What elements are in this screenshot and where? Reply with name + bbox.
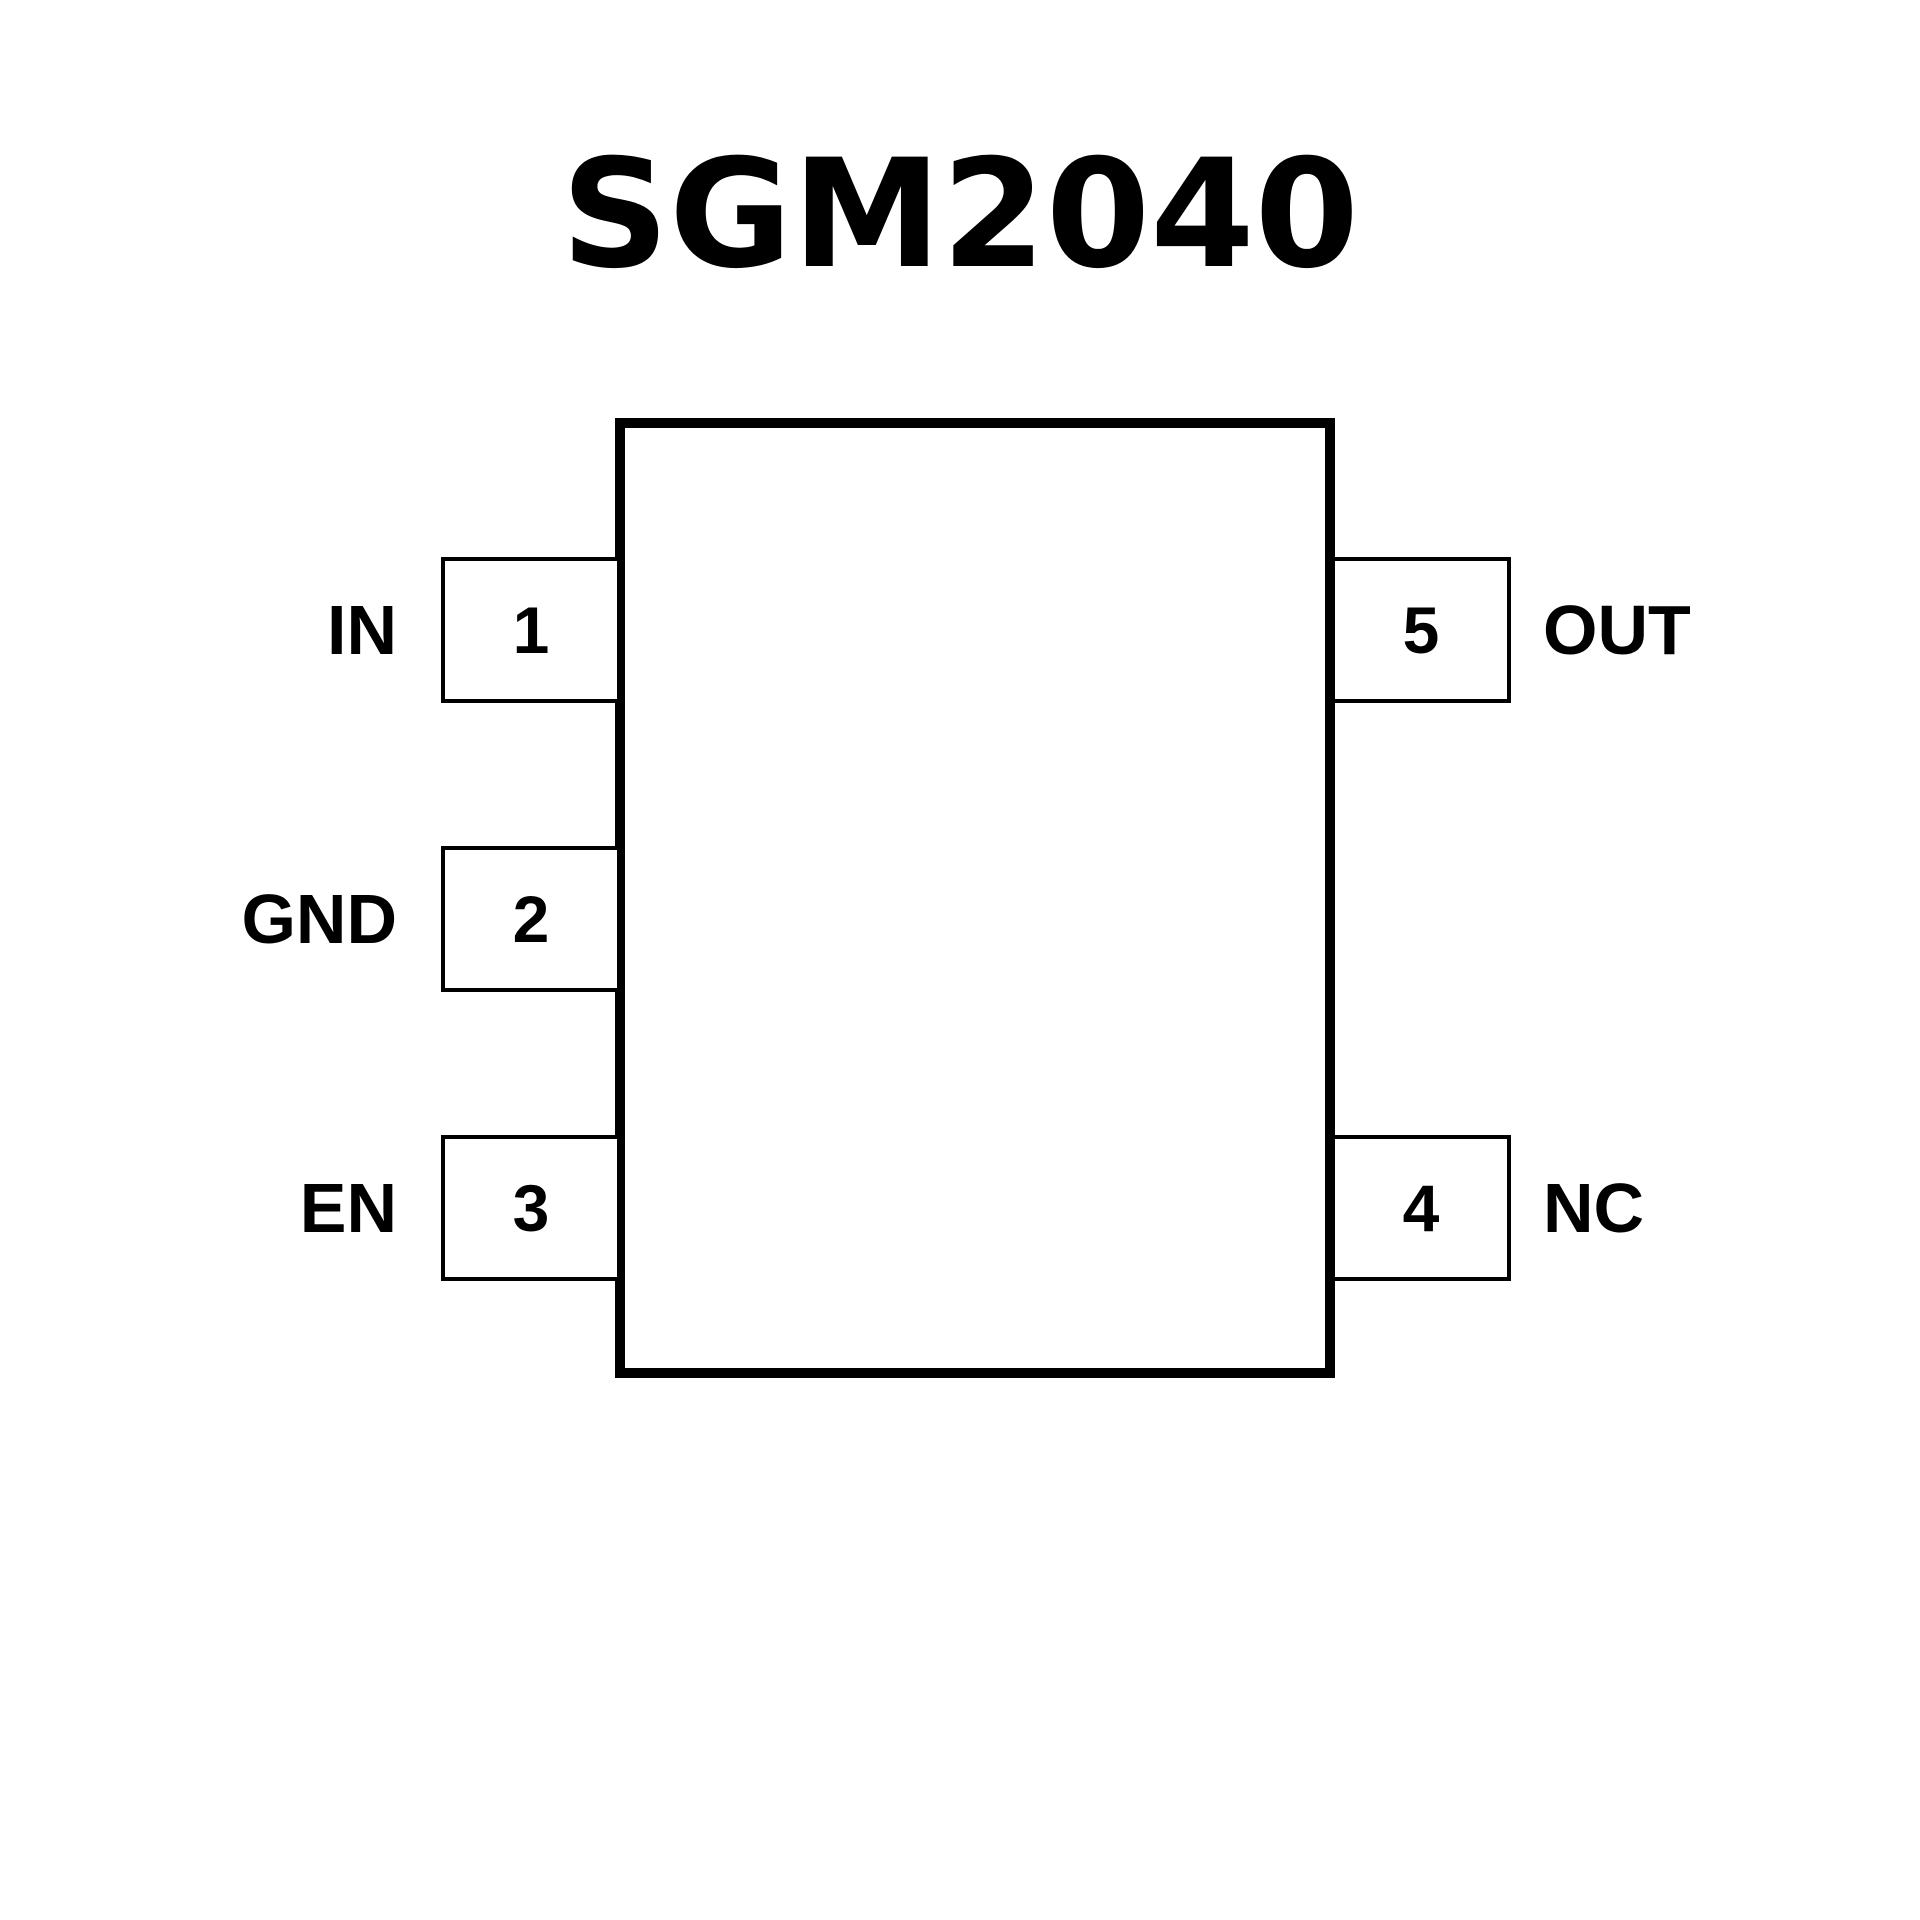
pin-4-name: NC — [1543, 1169, 1645, 1247]
pin-3-box: 3 — [441, 1135, 617, 1281]
pin-1-number: 1 — [512, 593, 550, 667]
pin-2-number: 2 — [512, 882, 550, 956]
pin-2-box: 2 — [441, 846, 617, 992]
pin-5-name: OUT — [1543, 591, 1691, 669]
pin-5-number: 5 — [1402, 593, 1440, 667]
chip-body — [615, 418, 1335, 1378]
pin-4-box: 4 — [1335, 1135, 1511, 1281]
pin-1-name: IN — [327, 591, 397, 669]
chip-title: SGM2040 — [561, 128, 1359, 302]
pin-4-number: 4 — [1402, 1171, 1440, 1245]
pin-3-name: EN — [299, 1169, 397, 1247]
pin-3-number: 3 — [512, 1171, 550, 1245]
pin-5-box: 5 — [1335, 557, 1511, 703]
pin-2-name: GND — [241, 880, 397, 958]
pin-1-box: 1 — [441, 557, 617, 703]
